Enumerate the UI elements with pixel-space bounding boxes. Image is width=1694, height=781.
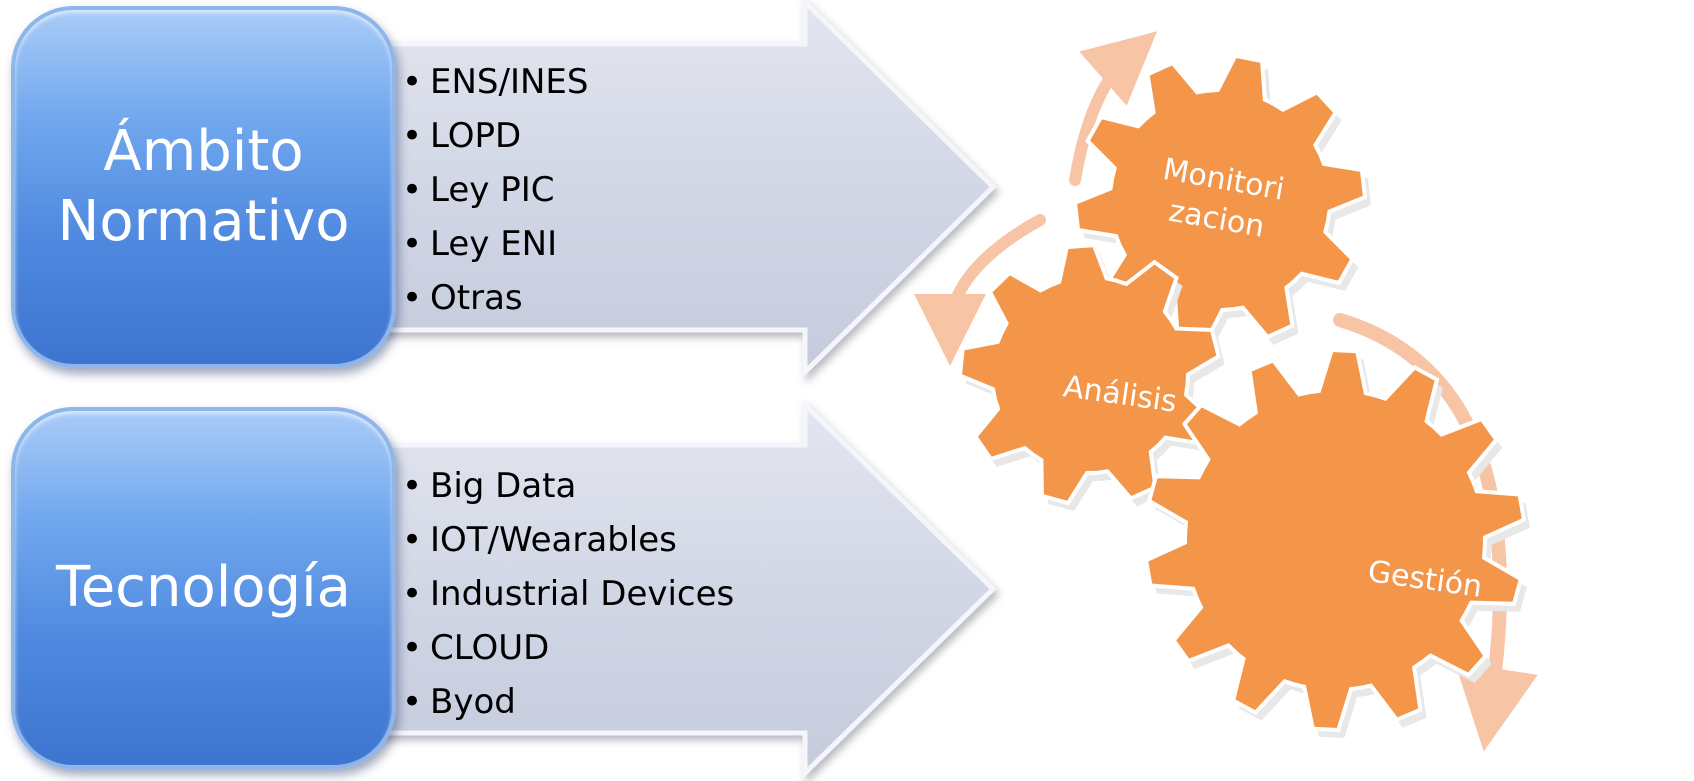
bullet-icon: • <box>402 682 423 722</box>
list-item-label: Industrial Devices <box>430 574 735 614</box>
list-item: •CLOUD <box>402 621 734 675</box>
list-item: •Industrial Devices <box>402 567 734 621</box>
gear-body <box>1143 347 1527 733</box>
cycle-arrow-monitor <box>1069 31 1158 186</box>
bullet-icon: • <box>402 62 423 102</box>
arrow-shape <box>357 0 997 378</box>
bullet-list-normativo: •ENS/INES •LOPD •Ley PIC •Ley ENI •Otras <box>402 55 588 325</box>
box-title: Ámbito Normativo <box>57 119 350 254</box>
list-item-label: LOPD <box>430 116 522 156</box>
list-item-label: Ley PIC <box>430 170 555 210</box>
row-tecnologia: Tecnología •Big Data •IOT/Wearables •Ind… <box>0 399 1000 781</box>
list-item: •LOPD <box>402 109 588 163</box>
arrow-shape <box>357 399 997 779</box>
list-item-label: Byod <box>430 682 516 722</box>
bullet-icon: • <box>402 574 423 614</box>
list-item-label: Big Data <box>430 466 577 506</box>
list-item-label: IOT/Wearables <box>430 520 677 560</box>
bullet-list-tecnologia: •Big Data •IOT/Wearables •Industrial Dev… <box>402 459 734 729</box>
bullet-icon: • <box>402 628 423 668</box>
list-item: •Byod <box>402 675 734 729</box>
gear-management <box>1143 347 1530 738</box>
gears-cluster <box>914 31 1538 752</box>
cycle-arrow-analysis <box>914 214 1046 366</box>
gear-analysis <box>957 242 1225 512</box>
bullet-icon: • <box>402 520 423 560</box>
box-title: Tecnología <box>56 555 351 620</box>
list-item: •Big Data <box>402 459 734 513</box>
box-ambito-normativo: Ámbito Normativo <box>11 6 396 368</box>
row-ambito-normativo: Ámbito Normativo •ENS/INES •LOPD •Ley PI… <box>0 0 1000 380</box>
bullet-icon: • <box>402 466 423 506</box>
list-item: •ENS/INES <box>402 55 588 109</box>
list-item-label: Otras <box>430 278 523 318</box>
list-item: •Ley PIC <box>402 163 588 217</box>
gear-body <box>957 242 1221 506</box>
list-item-label: CLOUD <box>430 628 550 668</box>
box-tecnologia: Tecnología <box>11 407 396 769</box>
bullet-icon: • <box>402 278 423 318</box>
list-item-label: ENS/INES <box>430 62 589 102</box>
bullet-icon: • <box>402 224 423 264</box>
bullet-icon: • <box>402 170 423 210</box>
list-item: •Ley ENI <box>402 217 588 271</box>
list-item: •IOT/Wearables <box>402 513 734 567</box>
list-item-label: Ley ENI <box>430 224 558 264</box>
bullet-icon: • <box>402 116 423 156</box>
list-item: •Otras <box>402 271 588 325</box>
